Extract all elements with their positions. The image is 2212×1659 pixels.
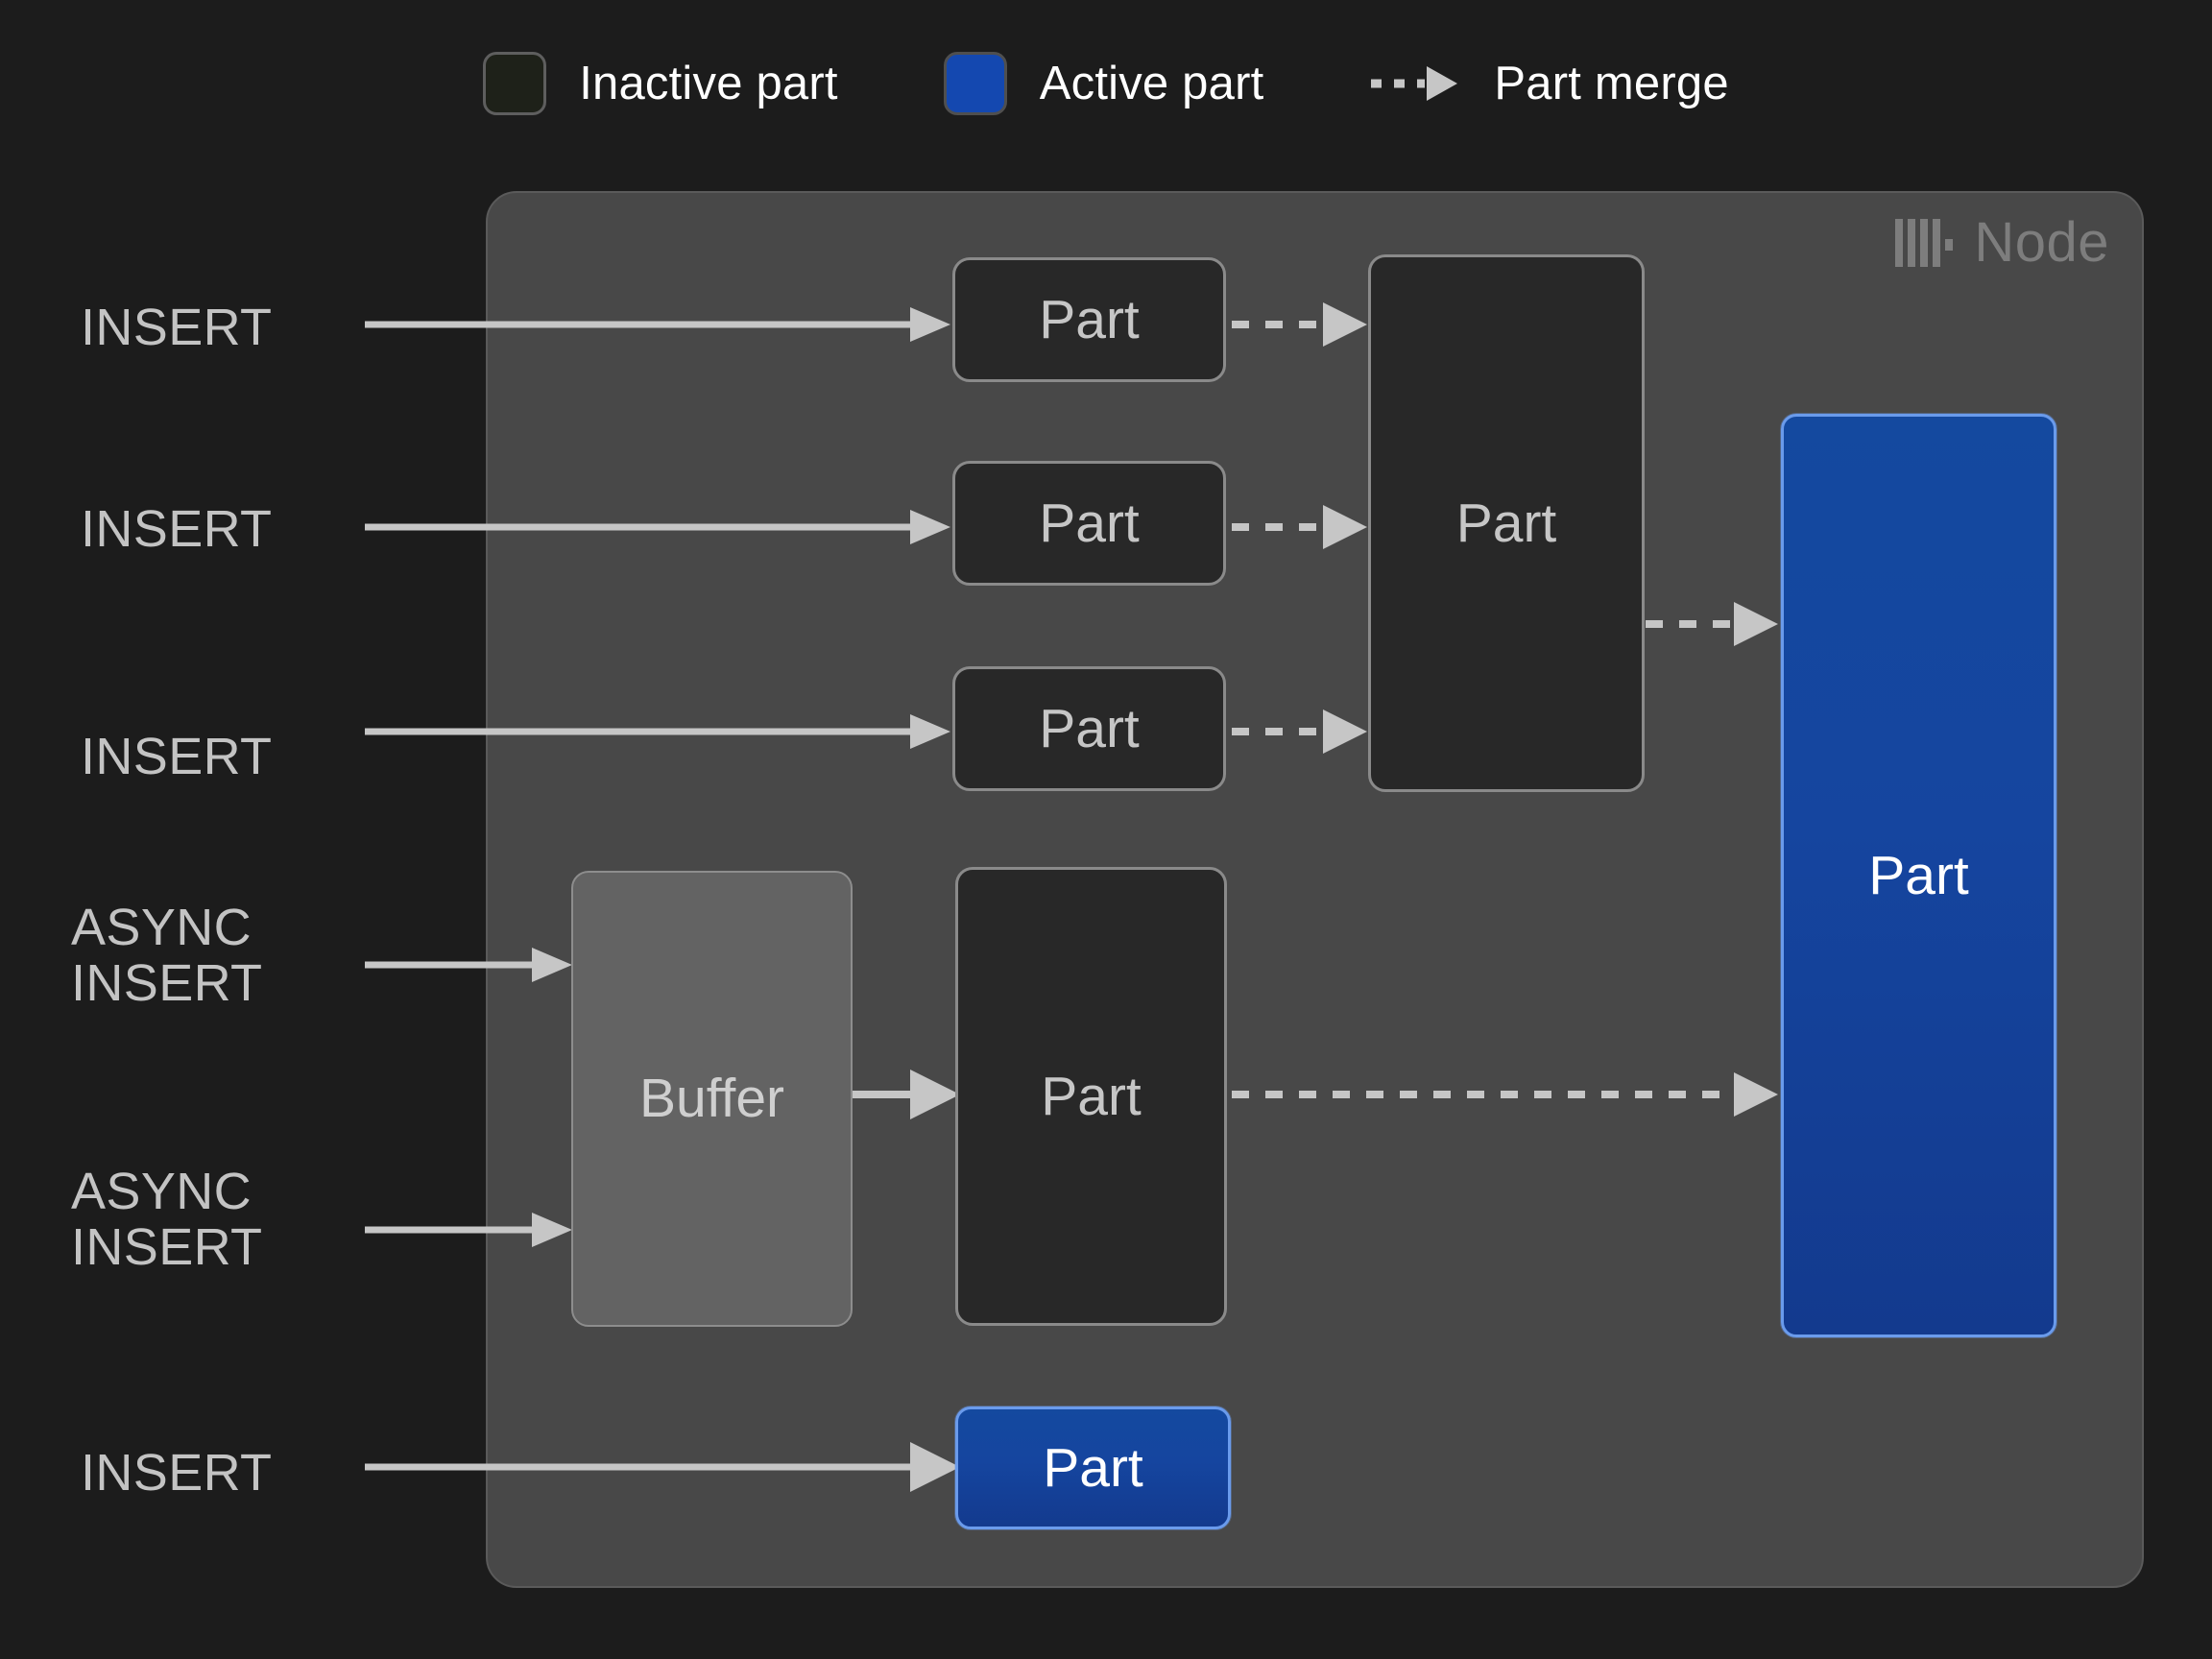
input-label-async-insert-2: ASYNC INSERT <box>71 1163 263 1276</box>
node-label: Node <box>1974 211 2109 274</box>
part-box-top-1-label: Part <box>1039 288 1140 350</box>
part-box-top-2-label: Part <box>1039 492 1140 554</box>
part-box-final-active[interactable]: Part <box>1781 414 2056 1337</box>
part-box-merged-mid[interactable]: Part <box>1368 254 1645 792</box>
part-box-async-label: Part <box>1041 1065 1142 1127</box>
part-box-merged-mid-label: Part <box>1455 492 1557 554</box>
input-label-insert-2: INSERT <box>81 500 273 558</box>
part-box-top-2[interactable]: Part <box>952 461 1226 586</box>
dashed-arrow-icon <box>1371 66 1458 101</box>
node-badge: Node <box>1893 210 2109 275</box>
legend-item-part-merge: Part merge <box>1369 57 1729 110</box>
part-box-top-3-label: Part <box>1039 697 1140 759</box>
part-box-async[interactable]: Part <box>955 867 1227 1326</box>
input-label-insert-4: INSERT <box>81 1444 273 1502</box>
legend-label-part-merge: Part merge <box>1494 58 1729 109</box>
legend-item-active-part: Active part <box>943 52 1264 115</box>
part-box-final-active-label: Part <box>1868 844 1969 906</box>
buffer-box-label: Buffer <box>638 1068 785 1129</box>
part-box-insert-direct-active[interactable]: Part <box>955 1407 1231 1529</box>
buffer-box[interactable]: Buffer <box>571 871 853 1327</box>
clickhouse-bars-icon <box>1895 218 1954 267</box>
input-label-async-insert-1: ASYNC INSERT <box>71 899 263 1012</box>
legend-label-inactive-part: Inactive part <box>579 58 838 109</box>
active-part-swatch-icon <box>943 52 1007 115</box>
input-label-insert-1: INSERT <box>81 299 273 356</box>
part-box-insert-direct-active-label: Part <box>1043 1436 1143 1499</box>
legend-label-active-part: Active part <box>1039 58 1264 109</box>
legend-item-inactive-part: Inactive part <box>483 52 838 115</box>
input-label-insert-3: INSERT <box>81 728 273 785</box>
inactive-part-swatch-icon <box>483 52 547 115</box>
part-box-top-1[interactable]: Part <box>952 257 1226 382</box>
part-box-top-3[interactable]: Part <box>952 666 1226 791</box>
legend: Inactive part Active part Part merge <box>0 46 2212 121</box>
